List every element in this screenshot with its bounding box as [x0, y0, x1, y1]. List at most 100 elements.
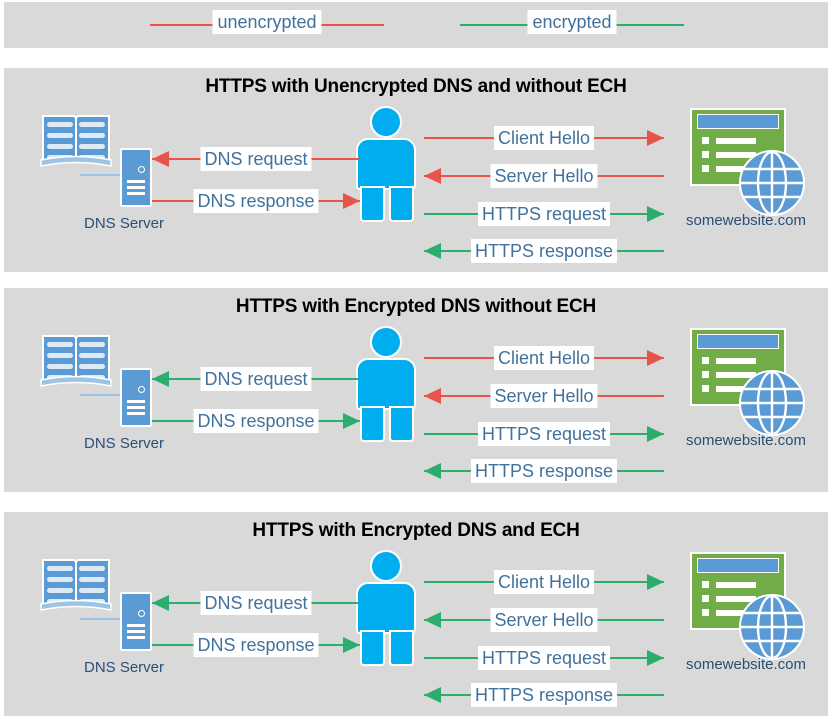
message-server-hello: Server Hello	[424, 383, 664, 409]
address-book-icon	[40, 112, 112, 174]
arrow-head-right	[647, 130, 664, 146]
arrow-head-right	[647, 574, 664, 590]
panel-title: HTTPS with Encrypted DNS without ECH	[235, 296, 597, 317]
user-leg-right	[389, 406, 414, 442]
user-leg-right	[389, 630, 414, 666]
arrow-head-left	[152, 595, 169, 611]
dns-server-label: DNS Server	[84, 659, 165, 676]
arrow-head-right	[647, 426, 664, 442]
dns-connector-line	[80, 618, 122, 620]
arrow-head-left	[152, 371, 169, 387]
message-dns-request: DNS request	[152, 146, 360, 172]
user-body	[356, 582, 416, 634]
browser-title-bar	[697, 114, 779, 129]
user-actor-icon	[354, 106, 420, 222]
user-body	[356, 358, 416, 410]
arrow-head-right	[647, 206, 664, 222]
legend-label-unencrypted: unencrypted	[212, 10, 322, 34]
user-leg-left	[360, 186, 385, 222]
message-label: HTTPS response	[470, 459, 618, 483]
arrow-head-left	[424, 687, 441, 703]
user-head	[370, 326, 402, 358]
website-actor: somewebsite.com	[676, 108, 821, 238]
message-label: DNS request	[200, 367, 312, 391]
message-label: Client Hello	[493, 570, 595, 594]
message-https-response: HTTPS response	[424, 458, 664, 484]
message-label: Client Hello	[493, 126, 595, 150]
message-label: Server Hello	[490, 384, 598, 408]
server-slots	[127, 400, 145, 418]
website-actor: somewebsite.com	[676, 552, 821, 682]
dns-server-actor: DNS Server	[22, 554, 172, 679]
message-label: Server Hello	[490, 164, 598, 188]
message-label: DNS response	[193, 409, 319, 433]
message-dns-request: DNS request	[152, 366, 360, 392]
user-body	[356, 138, 416, 190]
dns-server-actor: DNS Server	[22, 330, 172, 455]
arrow-head-left	[424, 388, 441, 404]
legend-item-unencrypted: unencrypted	[150, 2, 384, 48]
diagram-panel-1: HTTPS with Unencrypted DNS and without E…	[4, 68, 828, 272]
server-tower-icon	[120, 368, 152, 427]
panel-title: HTTPS with Encrypted DNS and ECH	[252, 520, 580, 541]
browser-window-icon	[690, 108, 786, 186]
message-https-request: HTTPS request	[424, 645, 664, 671]
globe-icon	[739, 594, 805, 660]
user-actor-icon	[354, 550, 420, 666]
message-label: DNS request	[200, 591, 312, 615]
server-slots	[127, 624, 145, 642]
message-https-request: HTTPS request	[424, 201, 664, 227]
user-leg-right	[389, 186, 414, 222]
diagram-panel-3: HTTPS with Encrypted DNS and ECH DNS Serv…	[4, 512, 828, 716]
arrow-head-right	[343, 193, 360, 209]
arrow-head-left	[424, 168, 441, 184]
globe-icon	[739, 150, 805, 216]
user-leg-left	[360, 406, 385, 442]
dns-connector-line	[80, 394, 122, 396]
globe-icon	[739, 370, 805, 436]
arrow-head-left	[424, 463, 441, 479]
message-label: HTTPS response	[470, 239, 618, 263]
server-power-dot	[138, 386, 145, 393]
browser-content-lines	[702, 581, 756, 623]
arrow-head-left	[152, 151, 169, 167]
message-client-hello: Client Hello	[424, 345, 664, 371]
user-head	[370, 550, 402, 582]
arrow-head-right	[647, 350, 664, 366]
message-label: HTTPS response	[470, 683, 618, 707]
website-actor: somewebsite.com	[676, 328, 821, 458]
message-client-hello: Client Hello	[424, 569, 664, 595]
message-server-hello: Server Hello	[424, 607, 664, 633]
address-book-icon	[40, 556, 112, 618]
dns-connector-line	[80, 174, 122, 176]
browser-title-bar	[697, 334, 779, 349]
message-label: Server Hello	[490, 608, 598, 632]
diagram-panel-2: HTTPS with Encrypted DNS without ECH DNS …	[4, 288, 828, 492]
message-label: HTTPS request	[477, 202, 611, 226]
message-label: HTTPS request	[477, 646, 611, 670]
message-dns-response: DNS response	[152, 632, 360, 658]
server-power-dot	[138, 610, 145, 617]
server-tower-icon	[120, 592, 152, 651]
legend-panel: unencrypted encrypted	[4, 2, 828, 48]
dns-server-label: DNS Server	[84, 215, 165, 232]
arrow-head-right	[647, 650, 664, 666]
arrow-head-left	[424, 243, 441, 259]
message-server-hello: Server Hello	[424, 163, 664, 189]
user-actor-icon	[354, 326, 420, 442]
address-book-icon	[40, 332, 112, 394]
browser-content-lines	[702, 137, 756, 179]
panel-title: HTTPS with Unencrypted DNS and without E…	[205, 76, 627, 97]
user-leg-left	[360, 630, 385, 666]
arrow-head-right	[343, 413, 360, 429]
server-tower-icon	[120, 148, 152, 207]
dns-server-actor: DNS Server	[22, 110, 172, 235]
website-label: somewebsite.com	[685, 432, 807, 449]
message-label: DNS response	[193, 189, 319, 213]
website-label: somewebsite.com	[685, 212, 807, 229]
arrow-head-left	[424, 612, 441, 628]
message-https-request: HTTPS request	[424, 421, 664, 447]
message-label: DNS request	[200, 147, 312, 171]
dns-server-label: DNS Server	[84, 435, 165, 452]
browser-title-bar	[697, 558, 779, 573]
